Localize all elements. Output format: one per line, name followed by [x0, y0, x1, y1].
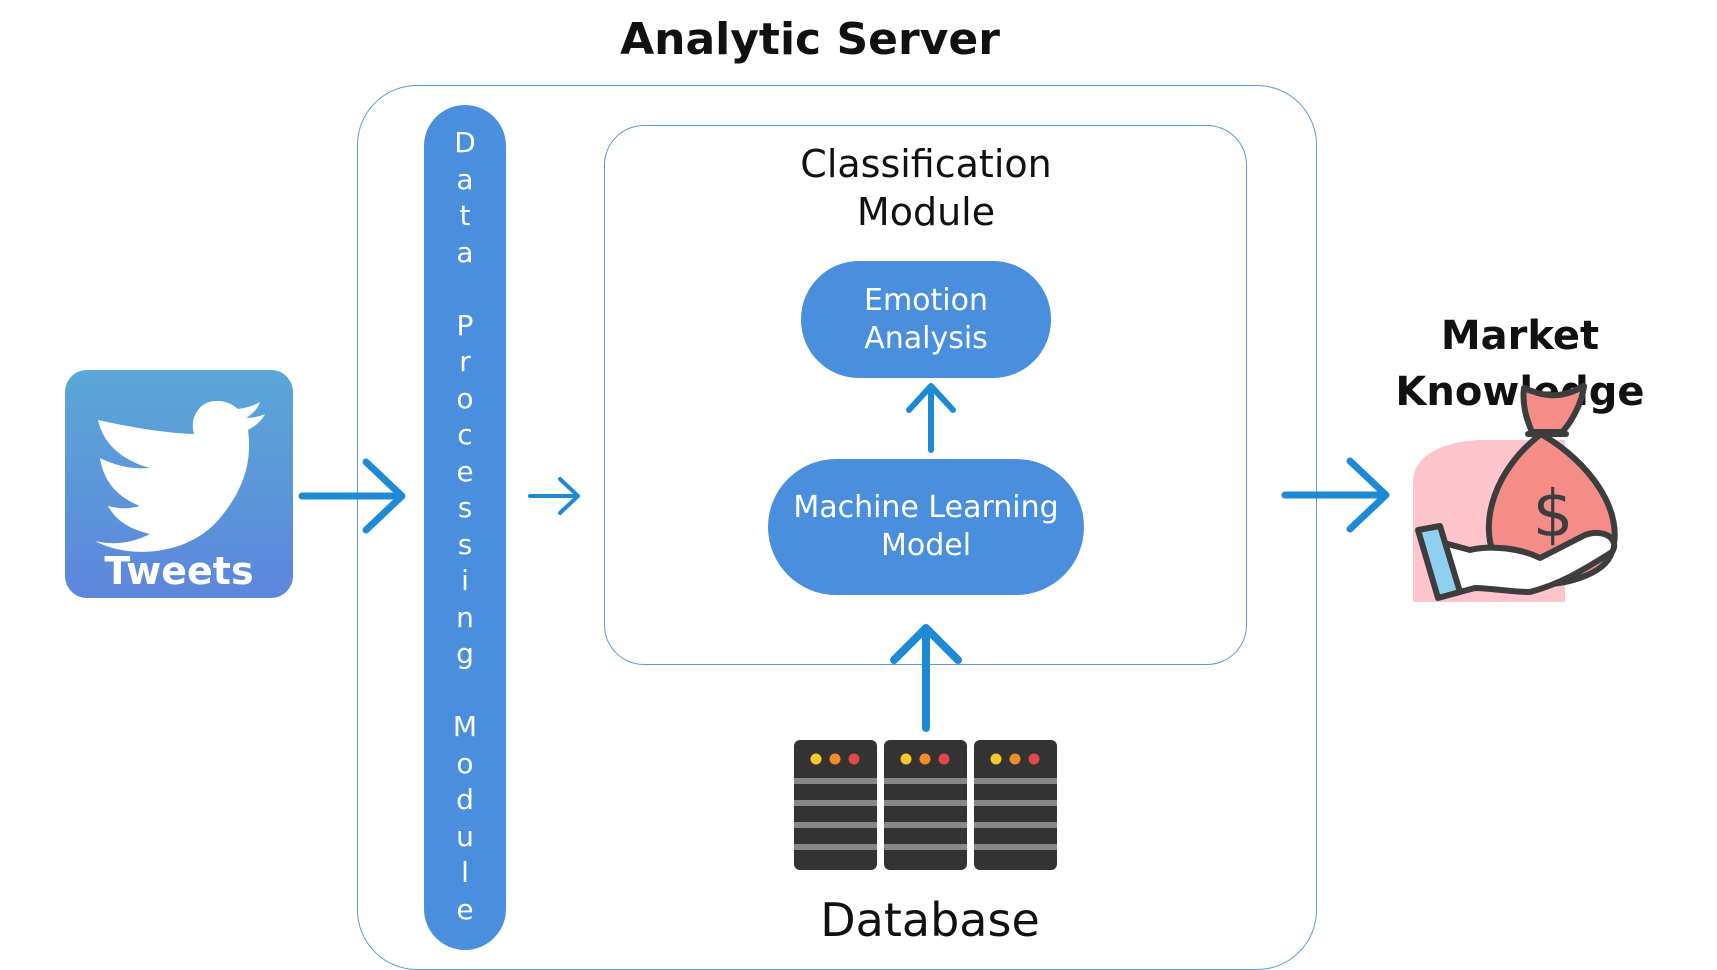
data-processing-label: D a t a P r o c e s s i n g M o d u l e	[452, 126, 478, 926]
data-processing-module	[424, 105, 506, 950]
server-title: Analytic Server	[620, 14, 1000, 65]
machine-learning-model-node: Machine Learning Model	[768, 459, 1084, 595]
database-label: Database	[820, 893, 1040, 947]
arrow-database-to-ml	[890, 624, 962, 732]
emotion-analysis-node: Emotion Analysis	[801, 261, 1051, 378]
arrow-server-to-market	[1281, 457, 1390, 533]
arrow-processing-to-classification	[528, 477, 580, 515]
money-bag-hand-icon: $	[1413, 383, 1618, 602]
arrow-ml-to-emotion	[906, 383, 956, 453]
market-knowledge-title: Market Knowledge	[1395, 313, 1645, 415]
server-rack-icon	[794, 740, 1057, 870]
server-rack	[974, 740, 1057, 870]
machine-learning-model-label: Machine Learning Model	[793, 490, 1059, 563]
tweets-label: Tweets	[104, 549, 254, 593]
server-rack	[884, 740, 967, 870]
emotion-analysis-label: Emotion Analysis	[864, 282, 988, 356]
classification-module-title: Classification Module	[800, 142, 1052, 234]
arrow-tweets-to-processing	[298, 458, 406, 534]
svg-text:$: $	[1533, 478, 1574, 552]
server-rack	[794, 740, 877, 870]
twitter-bird-icon	[95, 400, 265, 552]
